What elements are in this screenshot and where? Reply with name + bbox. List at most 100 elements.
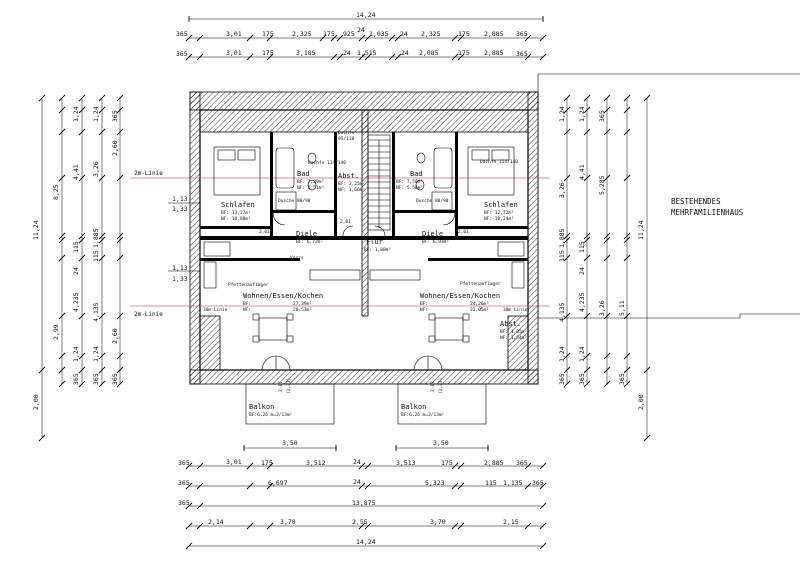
dimension-tick	[583, 128, 591, 136]
svg-text:BF:6,26 m=3/13m²: BF:6,26 m=3/13m²	[401, 412, 444, 418]
dimension-tick	[38, 434, 46, 442]
dimension-tick	[583, 366, 591, 374]
svg-text:1,24: 1,24	[92, 346, 100, 362]
dimension-tick	[78, 174, 86, 182]
dimension-tick	[643, 94, 651, 102]
dimension-tick	[196, 522, 204, 530]
svg-text:2,885: 2,885	[484, 30, 504, 38]
dimension-tick	[196, 34, 204, 42]
dimension-tick	[623, 232, 631, 240]
svg-text:27,39m²: 27,39m²	[293, 301, 312, 307]
svg-text:Dachfe 114/140: Dachfe 114/140	[480, 159, 518, 165]
svg-text:1,33: 1,33	[172, 205, 188, 213]
dimension-tick	[116, 106, 124, 114]
svg-text:2,00: 2,00	[637, 394, 645, 410]
dimension-tick	[539, 462, 547, 470]
dimension-tick	[266, 53, 274, 61]
dimension-tick	[583, 254, 591, 262]
dimension-tick	[563, 106, 571, 114]
svg-text:Dachfe 114/140: Dachfe 114/140	[308, 160, 346, 166]
dimension-tick	[563, 380, 571, 388]
dimension-tick	[583, 236, 591, 244]
svg-text:2,55: 2,55	[352, 518, 368, 526]
svg-text:365: 365	[178, 479, 190, 487]
svg-text:Pfettenauflager: Pfettenauflager	[228, 282, 269, 288]
svg-text:Vorrs: Vorrs	[290, 255, 304, 261]
dimension-tick	[364, 522, 372, 530]
dimension-tick	[78, 106, 86, 114]
svg-text:4,135: 4,135	[558, 302, 566, 322]
dimension-tick	[539, 542, 547, 550]
svg-text:2,885: 2,885	[484, 49, 504, 57]
room-balkon-right: Balkon	[401, 403, 426, 411]
dimension-tick	[38, 94, 46, 102]
svg-text:4,135: 4,135	[92, 302, 100, 322]
dimension-tick	[451, 34, 459, 42]
dimension-tick	[98, 232, 106, 240]
dimension-tick	[358, 522, 366, 530]
svg-text:5,285: 5,285	[598, 175, 606, 195]
dimension-tick	[394, 34, 402, 42]
svg-text:365: 365	[176, 50, 188, 58]
svg-text:2,14: 2,14	[208, 518, 224, 526]
svg-text:3,70: 3,70	[430, 518, 446, 526]
dimension-tick	[98, 106, 106, 114]
svg-text:2,885: 2,885	[484, 459, 504, 467]
dimension-tick	[583, 232, 591, 240]
svg-text:24: 24	[343, 49, 351, 57]
svg-text:365: 365	[178, 499, 190, 507]
dimension-tick	[185, 462, 193, 470]
dimension-tick	[603, 94, 611, 102]
svg-text:BF:6,26 m=3/13m²: BF:6,26 m=3/13m²	[249, 412, 292, 418]
dachfenster-top-label: Dachfe	[338, 130, 355, 136]
dimension-tick	[196, 53, 204, 61]
left-opening-dims: 1,13 1,33 1,13 1,33	[168, 195, 200, 283]
dimension-tick	[623, 106, 631, 114]
dimension-tick	[185, 53, 193, 61]
svg-text:365: 365	[578, 373, 586, 385]
svg-text:BF: 6,72m²: BF: 6,72m²	[296, 239, 323, 245]
svg-text:175: 175	[458, 30, 470, 38]
top-row3-labels: 365 3,01 175 3,185 24 1,515 24 2,085 175…	[176, 49, 528, 58]
dimension-tick	[336, 53, 344, 61]
svg-text:1,24: 1,24	[578, 106, 586, 122]
dimension-tick	[246, 482, 254, 490]
svg-text:2,60: 2,60	[111, 140, 119, 156]
svg-text:13,875: 13,875	[352, 499, 376, 507]
dimension-tick	[196, 502, 204, 510]
svg-text:24: 24	[401, 49, 409, 57]
room-wohnen-right: Wohnen/Essen/Kochen	[420, 292, 500, 300]
dimension-tick	[643, 434, 651, 442]
svg-text:NF: 1,66m²: NF: 1,66m²	[338, 187, 365, 193]
svg-text:5,323: 5,323	[425, 479, 445, 487]
svg-text:24: 24	[72, 267, 80, 275]
svg-text:Pfettenauflager: Pfettenauflager	[460, 281, 501, 287]
svg-text:8,25: 8,25	[52, 184, 60, 200]
svg-text:4,235: 4,235	[578, 292, 586, 312]
balconies: 3,50 3,50	[243, 383, 489, 451]
svg-text:(2,33): (2,33)	[438, 378, 444, 394]
svg-text:2,01: 2,01	[340, 219, 351, 225]
svg-text:20,53m²: 20,53m²	[293, 307, 312, 313]
existing-building-label-1: BESTEHENDES	[671, 197, 721, 206]
svg-text:BF: 12,72m²: BF: 12,72m²	[484, 210, 514, 216]
svg-text:115: 115	[92, 250, 100, 262]
dimension-tick	[583, 380, 591, 388]
dimension-tick	[451, 482, 459, 490]
svg-text:115: 115	[72, 241, 80, 253]
dimension-tick	[78, 312, 86, 320]
top-overall-dim: 14,24	[356, 11, 376, 19]
svg-text:5,11: 5,11	[618, 300, 626, 316]
dimension-tick	[185, 482, 193, 490]
dimension-tick	[563, 236, 571, 244]
dimension-tick	[246, 462, 254, 470]
svg-text:2,17: 2,17	[278, 381, 284, 392]
dimension-tick	[524, 462, 532, 470]
dimension-tick	[603, 352, 611, 360]
dimension-tick	[58, 94, 66, 102]
svg-text:1,515: 1,515	[357, 49, 377, 57]
svg-text:2,15: 2,15	[503, 518, 519, 526]
dimension-tick	[185, 502, 193, 510]
svg-text:NF:: NF:	[243, 307, 251, 313]
